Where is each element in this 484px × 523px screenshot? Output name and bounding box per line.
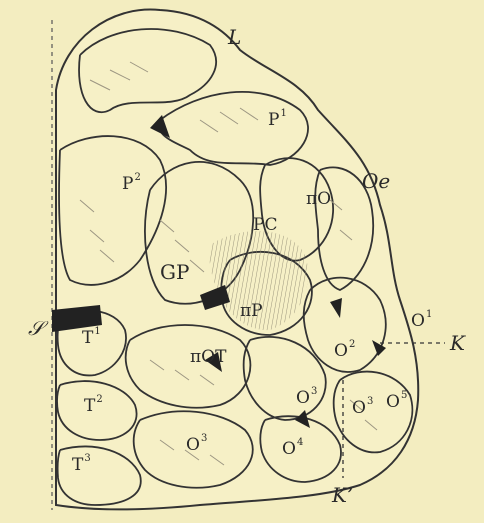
- label-O3-upper: O3: [296, 390, 317, 407]
- label-S: 𝒮: [28, 318, 43, 338]
- label-T3: T3: [72, 457, 91, 474]
- label-P2: P2: [122, 176, 141, 193]
- label-K: K: [450, 333, 465, 353]
- label-piP: πP: [240, 303, 263, 320]
- label-O4: O4: [282, 441, 303, 458]
- label-O5: O5: [386, 394, 407, 411]
- label-piO: πO: [306, 191, 331, 208]
- label-O2: O2: [334, 343, 355, 360]
- label-L: L: [228, 27, 241, 47]
- label-GP: GP: [160, 262, 189, 282]
- label-PC: PC: [253, 217, 277, 234]
- label-T2: T2: [84, 398, 103, 415]
- label-O3-lower: O3: [186, 437, 207, 454]
- label-Oe: Oe: [362, 171, 390, 191]
- label-piOT: πOT: [190, 349, 226, 366]
- label-K-prime: K’: [332, 485, 353, 505]
- label-O3-right: O3: [352, 400, 373, 417]
- label-T1: T1: [82, 330, 101, 347]
- label-P1: P1: [268, 112, 287, 129]
- label-O1: O1: [411, 313, 432, 330]
